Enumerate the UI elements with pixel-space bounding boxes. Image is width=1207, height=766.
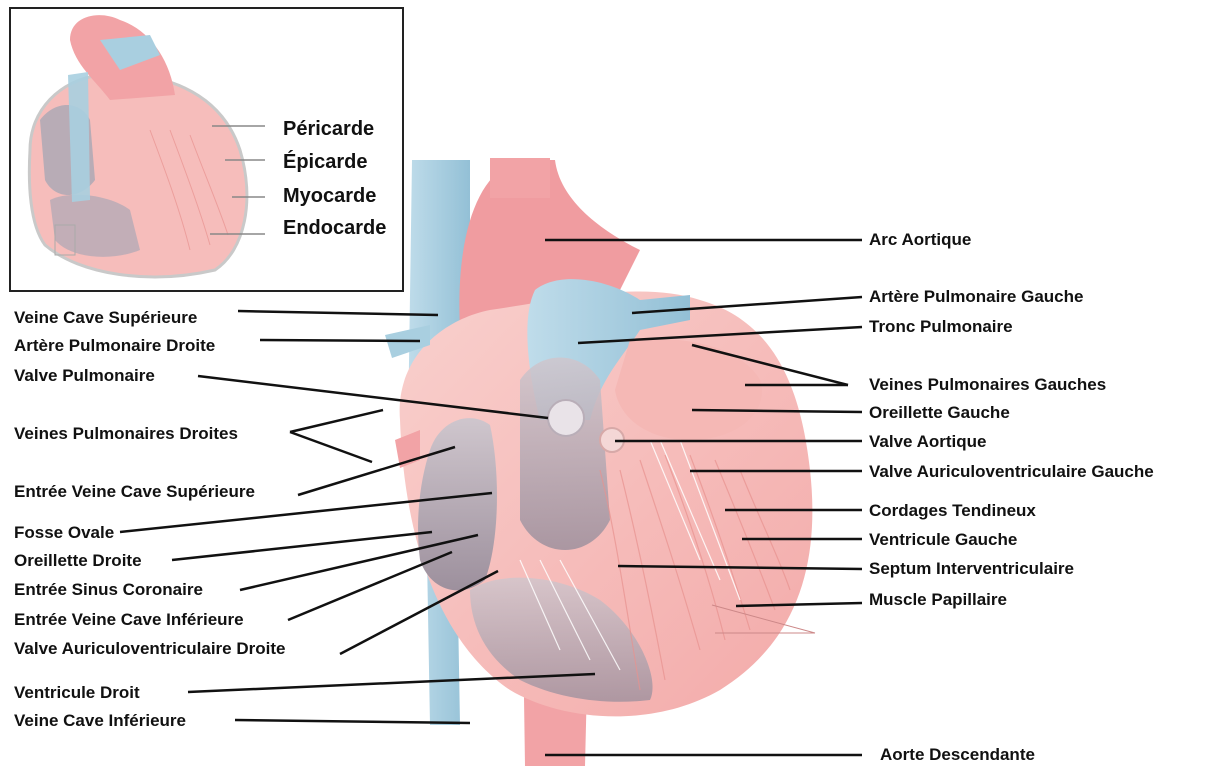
label-entree-veine-cave-superieure: Entrée Veine Cave Supérieure [14, 482, 255, 502]
label-septum-interventriculaire: Septum Interventriculaire [869, 559, 1074, 579]
label-myocarde: Myocarde [283, 184, 376, 208]
label-artere-pulmonaire-gauche: Artère Pulmonaire Gauche [869, 287, 1083, 307]
label-ventricule-gauche: Ventricule Gauche [869, 530, 1017, 550]
arch-top-shape [490, 158, 550, 198]
label-entree-sinus-coronaire: Entrée Sinus Coronaire [14, 580, 203, 600]
label-oreillette-gauche: Oreillette Gauche [869, 403, 1010, 423]
label-cordages-tendineux: Cordages Tendineux [869, 501, 1036, 521]
septal-chamber-shape [520, 358, 610, 551]
label-entree-veine-cave-inferieure: Entrée Veine Cave Inférieure [14, 610, 244, 630]
label-aorte-descendante: Aorte Descendante [880, 745, 1035, 765]
label-valve-aortique: Valve Aortique [869, 432, 986, 452]
label-tronc-pulmonaire: Tronc Pulmonaire [869, 317, 1013, 337]
label-valve-auriculoventriculaire-droite: Valve Auriculoventriculaire Droite [14, 639, 285, 659]
label-oreillette-droite: Oreillette Droite [14, 551, 142, 571]
label-fosse-ovale: Fosse Ovale [14, 523, 114, 543]
label-veine-cave-superieure: Veine Cave Supérieure [14, 308, 197, 328]
label-arc-aortique: Arc Aortique [869, 230, 971, 250]
label-ventricule-droit: Ventricule Droit [14, 683, 140, 703]
label-pericarde: Péricarde [283, 117, 374, 141]
label-muscle-papillaire: Muscle Papillaire [869, 590, 1007, 610]
label-epicarde: Épicarde [283, 150, 367, 174]
main-heart [385, 158, 815, 766]
label-veines-pulmonaires-gauches: Veines Pulmonaires Gauches [869, 375, 1106, 395]
label-veines-pulmonaires-droites: Veines Pulmonaires Droites [14, 424, 238, 444]
label-valve-auriculoventriculaire-gauche: Valve Auriculoventriculaire Gauche [869, 462, 1154, 482]
label-endocarde: Endocarde [283, 216, 386, 240]
pulmonary-valve-shape [548, 400, 584, 436]
label-artere-pulmonaire-droite: Artère Pulmonaire Droite [14, 336, 215, 356]
label-valve-pulmonaire: Valve Pulmonaire [14, 366, 155, 386]
label-veine-cave-inferieure: Veine Cave Inférieure [14, 711, 186, 731]
